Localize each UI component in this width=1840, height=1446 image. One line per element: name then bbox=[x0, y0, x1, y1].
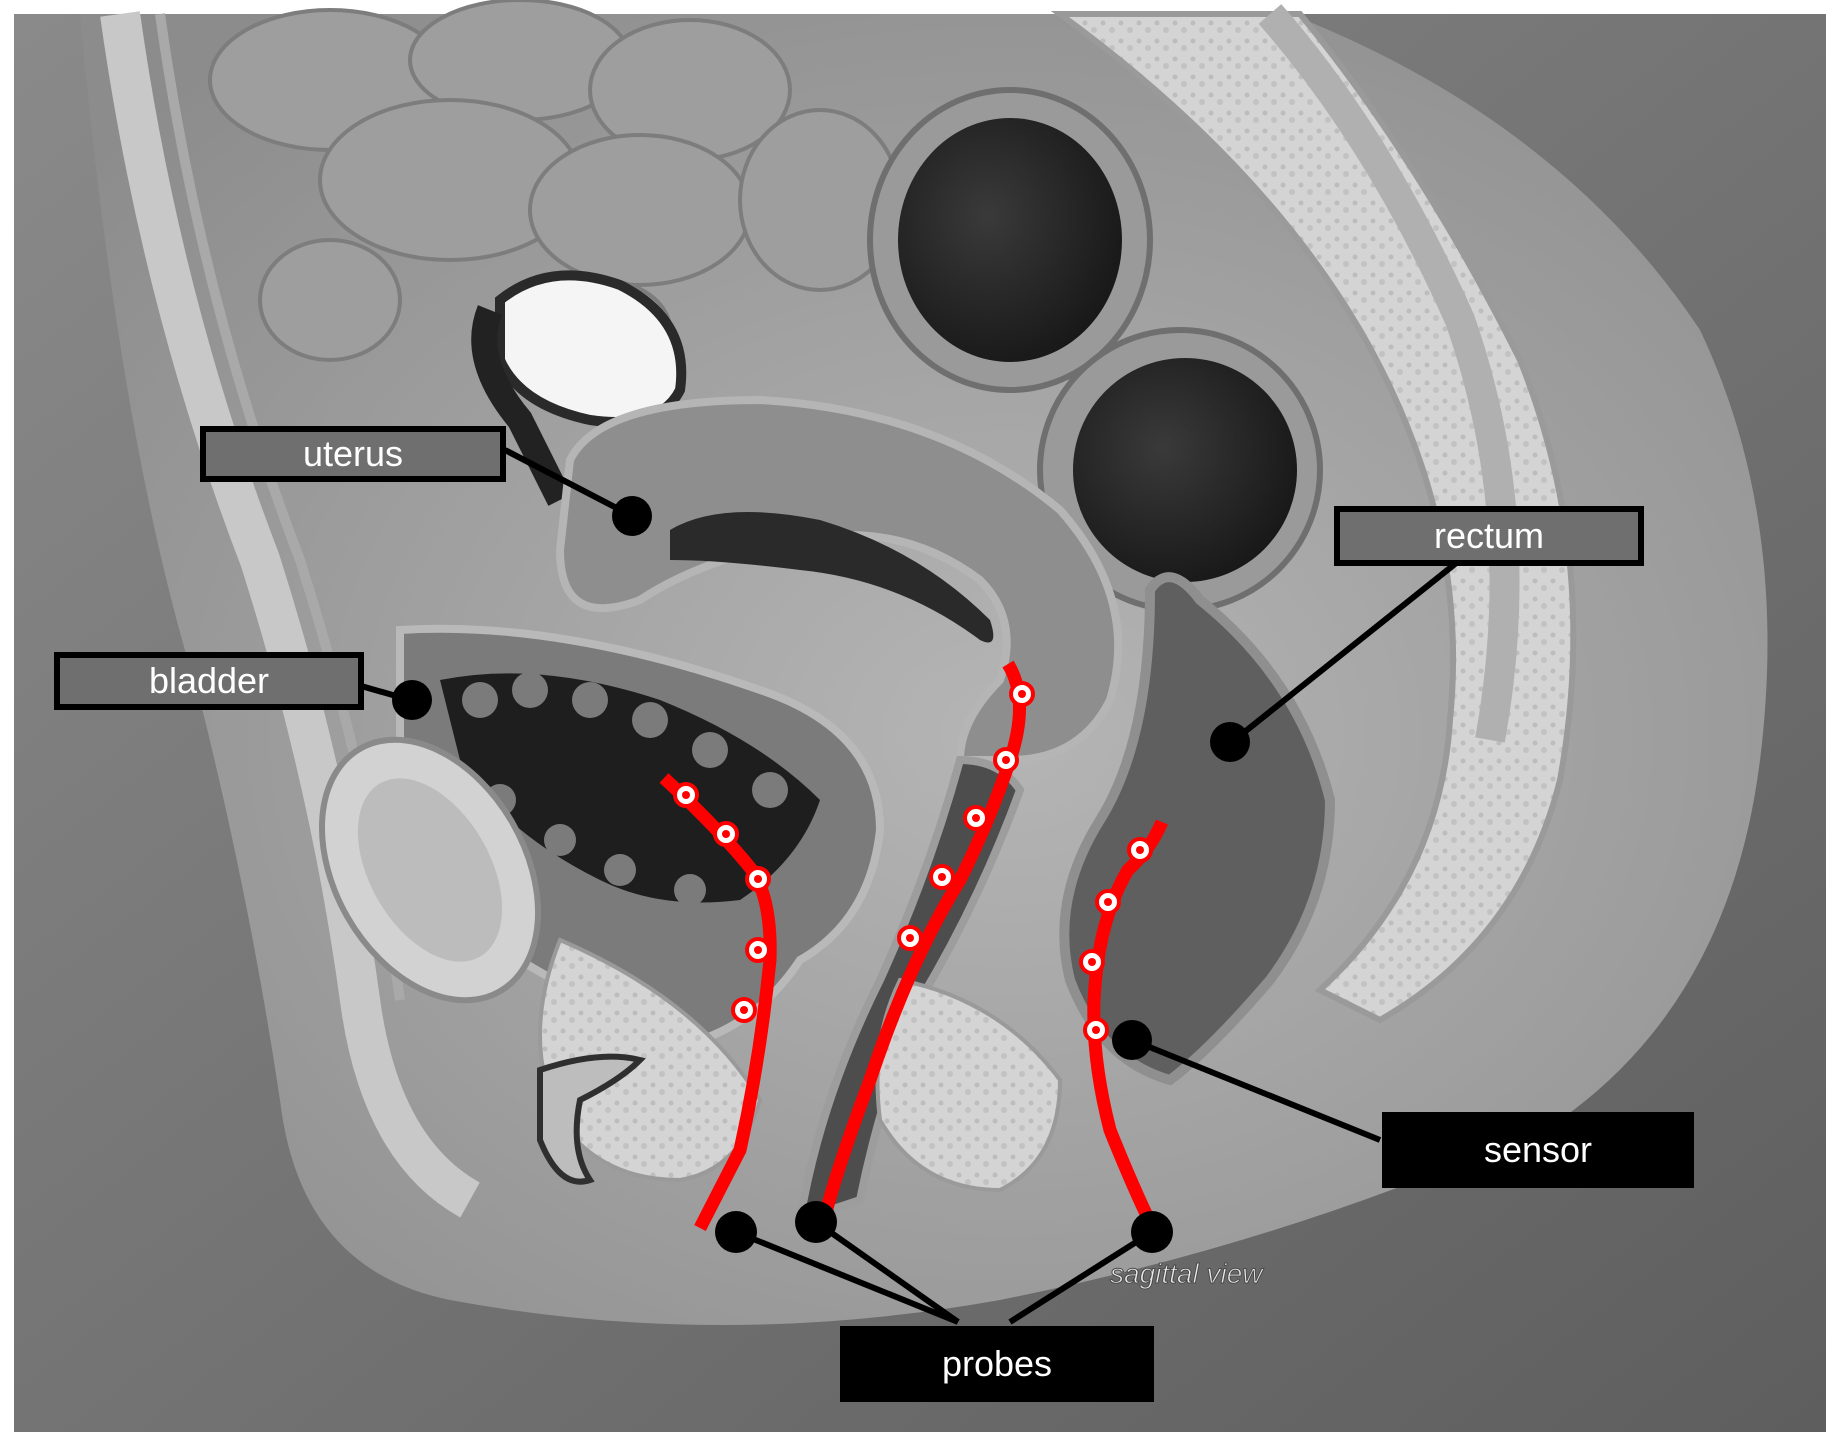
bladder-folds bbox=[462, 672, 788, 906]
ovary bbox=[495, 270, 687, 427]
colon bbox=[867, 87, 1323, 613]
label-sensor: sensor bbox=[1382, 1112, 1694, 1188]
callout-dots bbox=[392, 496, 1250, 1253]
probe-rectal bbox=[1087, 819, 1168, 1221]
clitoris-structure bbox=[537, 1053, 646, 1185]
sensor-callout-dot bbox=[1112, 1020, 1152, 1060]
probe-callout-dot bbox=[715, 1211, 757, 1253]
probe-callout-dot bbox=[795, 1201, 837, 1243]
rectum-callout-line bbox=[1230, 557, 1462, 745]
uterine-cavity bbox=[670, 512, 994, 643]
probes-callout-line-3 bbox=[1008, 1229, 1154, 1325]
label-uterus: uterus bbox=[200, 426, 506, 482]
bladder-callout-dot bbox=[392, 680, 432, 720]
probes-callout-line-2 bbox=[814, 1219, 960, 1325]
label-rectum: rectum bbox=[1334, 506, 1644, 566]
label-bladder: bladder bbox=[54, 652, 364, 710]
rectum-callout-dot bbox=[1210, 722, 1250, 762]
uterus-callout-dot bbox=[612, 496, 652, 536]
uterus-callout-line bbox=[503, 447, 634, 519]
sagittal-view-caption: sagittal view bbox=[1110, 1258, 1264, 1289]
label-probes: probes bbox=[840, 1326, 1154, 1402]
probes-callout-line-1 bbox=[734, 1229, 960, 1325]
probe-vaginal bbox=[819, 660, 1027, 1214]
probe-callout-dot bbox=[1131, 1211, 1173, 1253]
rectum bbox=[1059, 572, 1336, 1086]
sensor-callout-line bbox=[1130, 1037, 1382, 1143]
callout-lines bbox=[329, 447, 1462, 1325]
